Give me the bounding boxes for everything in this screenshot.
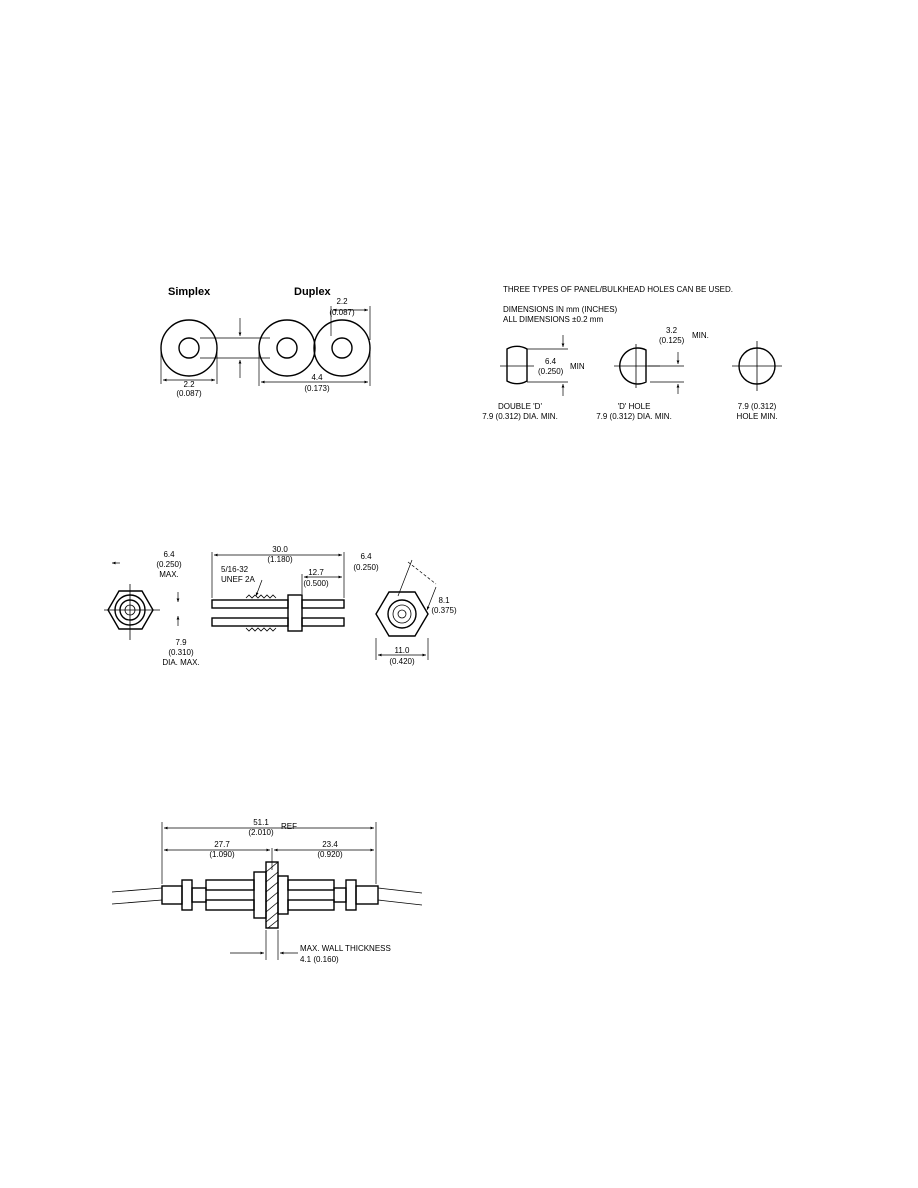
nut-left (253, 871, 267, 919)
panel-cutout-diagram: Simplex Duplex 2.2 (0.087) 2.2 (0.087) 4… (160, 286, 371, 398)
double-d-dia: 7.9 (0.312) DIA. MIN. (482, 412, 558, 421)
bulkhead-wall (265, 861, 279, 929)
side-offset-in: (0.500) (303, 579, 329, 588)
side-view-lower-sleeve-right (301, 617, 345, 627)
end-max-mm: 6.4 (163, 550, 175, 559)
double-d-hole-shape (506, 345, 528, 385)
right-fiber-cable (377, 887, 423, 906)
thread-class: UNEF 2A (221, 575, 255, 584)
nut-right (277, 875, 289, 915)
hex-view-body (387, 599, 417, 629)
duplex-right-outer-ring (313, 319, 371, 377)
adapter-views-diagram: 6.4 (0.250) MAX. 7.9 (0.310) DIA. MAX. 3… (104, 545, 457, 667)
side-length-mm: 30.0 (272, 545, 288, 554)
duplex-top-in: (0.087) (329, 308, 355, 317)
simplex-dim-in: (0.087) (176, 389, 202, 398)
side-length-in: (1.180) (267, 555, 293, 564)
right-in: (0.920) (317, 850, 343, 859)
side-view-upper-sleeve-right (301, 599, 345, 609)
total-ref: REF (281, 822, 297, 831)
end-max-in: (0.250) (156, 560, 182, 569)
simplex-heading: Simplex (168, 286, 211, 298)
thread-spec: 5/16-32 (221, 565, 249, 574)
right-mm: 23.4 (322, 840, 338, 849)
d-hole-dia: 7.9 (0.312) DIA. MIN. (596, 412, 672, 421)
side-view-thread (245, 594, 277, 632)
right-adapter-upper (287, 879, 335, 891)
end-dia-label: DIA. MAX. (162, 658, 199, 667)
hex-width-mm: 11.0 (395, 646, 411, 655)
hex-view-nut (375, 591, 429, 637)
left-connector-collar (181, 879, 193, 911)
left-connector-boot (161, 885, 183, 905)
round-hole-dia: 7.9 (0.312) (738, 402, 777, 411)
simplex-dim-mm: 2.2 (183, 380, 195, 389)
d-hole-flat-mm: 3.2 (666, 326, 678, 335)
bulkhead-holes-diagram: THREE TYPES OF PANEL/BULKHEAD HOLES CAN … (482, 285, 782, 421)
duplex-top-mm: 2.2 (336, 297, 348, 306)
duplex-left-bore (276, 337, 298, 359)
left-adapter-upper (205, 879, 255, 891)
duplex-width-mm: 4.4 (311, 373, 323, 382)
d-hole-name: 'D' HOLE (618, 402, 651, 411)
bulkhead-wall-hatch (265, 861, 279, 929)
left-adapter-lower (205, 899, 255, 911)
right-connector-collar (345, 879, 357, 911)
side-view-upper-sleeve-left (211, 599, 289, 609)
hex-corner-mm: 8.1 (438, 596, 450, 605)
end-max-label: MAX. (159, 570, 179, 579)
side-offset-mm: 12.7 (308, 568, 324, 577)
duplex-heading: Duplex (294, 286, 332, 298)
total-mm: 51.1 (253, 818, 269, 827)
simplex-outer-ring (160, 319, 218, 377)
d-hole-flat-in: (0.125) (659, 336, 685, 345)
duplex-right-bore (331, 337, 353, 359)
tolerance-note: ALL DIMENSIONS ±0.2 mm (503, 315, 603, 324)
hex-view-inner-ring (392, 604, 412, 624)
end-dia-mm: 7.9 (175, 638, 187, 647)
double-d-flat-mm: 6.4 (545, 357, 557, 366)
hex-flat-in: (0.250) (353, 563, 379, 572)
total-in: (2.010) (248, 828, 274, 837)
hex-width-in: (0.420) (389, 657, 415, 666)
bulkhead-title: THREE TYPES OF PANEL/BULKHEAD HOLES CAN … (503, 285, 733, 294)
round-hole-min: HOLE MIN. (737, 412, 778, 421)
right-connector-boot (355, 885, 379, 905)
hex-corner-arrow (426, 586, 437, 611)
left-mm: 27.7 (214, 840, 230, 849)
hex-flat-mm: 6.4 (360, 552, 372, 561)
wall-label: MAX. WALL THICKNESS (300, 944, 391, 953)
units-note: DIMENSIONS IN mm (INCHES) (503, 305, 618, 314)
hex-view-bore (397, 609, 407, 619)
right-adapter-lower (287, 899, 335, 911)
duplex-left-outer-ring (258, 319, 316, 377)
duplex-width-in: (0.173) (304, 384, 330, 393)
side-view-flange (287, 594, 303, 632)
wall-dim: 4.1 (0.160) (300, 955, 339, 964)
right-connector-neck (333, 887, 347, 903)
side-view-lower-sleeve-left (211, 617, 289, 627)
assembly-diagram: 51.1 (2.010) REF 27.7 (1.090) 23.4 (0.92… (111, 818, 423, 964)
left-in: (1.090) (209, 850, 235, 859)
end-dia-in: (0.310) (168, 648, 194, 657)
thread-leader (255, 579, 263, 597)
double-d-flat-in: (0.250) (538, 367, 564, 376)
hex-corner-in: (0.375) (431, 606, 457, 615)
hex-corner-diag (407, 561, 437, 585)
double-d-min: MIN (570, 362, 585, 371)
d-hole-min: MIN. (692, 331, 709, 340)
double-d-name: DOUBLE 'D' (498, 402, 542, 411)
left-connector-neck (191, 887, 207, 903)
hex-flat-leader (397, 559, 413, 597)
simplex-bore (178, 337, 200, 359)
left-fiber-cable (111, 887, 163, 905)
